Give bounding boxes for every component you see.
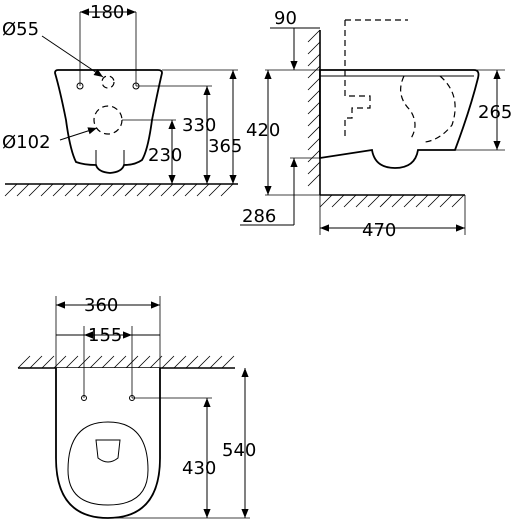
dim-hole-spacing: 180 xyxy=(90,2,124,23)
side-bowl-outline xyxy=(319,69,480,169)
dim-height: 420 xyxy=(246,120,280,141)
top-drain xyxy=(95,439,121,463)
dim-outlet-depth: 286 xyxy=(242,206,276,227)
front-outlet-neck xyxy=(95,150,125,165)
dim-width: 360 xyxy=(84,295,118,316)
front-bowl-outline xyxy=(54,69,163,174)
top-bowl-outline xyxy=(55,368,161,519)
dim-overall-length: 540 xyxy=(222,440,256,461)
top-view: 360 155 540 430 xyxy=(17,295,256,519)
dim-bolt-spacing: 155 xyxy=(88,325,122,346)
dim-outlet-height: 230 xyxy=(148,145,182,166)
top-wall xyxy=(17,355,235,369)
top-bowl-inner xyxy=(67,421,149,506)
dim-bolt-to-front: 430 xyxy=(182,458,216,479)
side-wall xyxy=(307,29,321,195)
side-view: 90 420 265 286 470 xyxy=(240,8,512,241)
front-floor xyxy=(4,183,238,197)
leader-hole-diameter xyxy=(41,35,104,78)
dim-hole-diameter: Ø55 xyxy=(2,19,39,40)
dim-bowl-height: 265 xyxy=(478,102,512,123)
leader-outlet-diameter xyxy=(59,127,98,141)
dim-total-height: 365 xyxy=(208,136,242,157)
dim-wall-offset: 90 xyxy=(274,8,297,29)
side-floor xyxy=(319,194,465,208)
dim-outlet-diameter: Ø102 xyxy=(2,132,51,153)
front-view: 180 Ø55 Ø102 330 230 365 xyxy=(2,2,242,197)
dim-length: 470 xyxy=(362,220,396,241)
dim-inlet-height: 330 xyxy=(182,115,216,136)
inlet-circle xyxy=(101,75,115,89)
side-inner-trap xyxy=(344,20,456,143)
